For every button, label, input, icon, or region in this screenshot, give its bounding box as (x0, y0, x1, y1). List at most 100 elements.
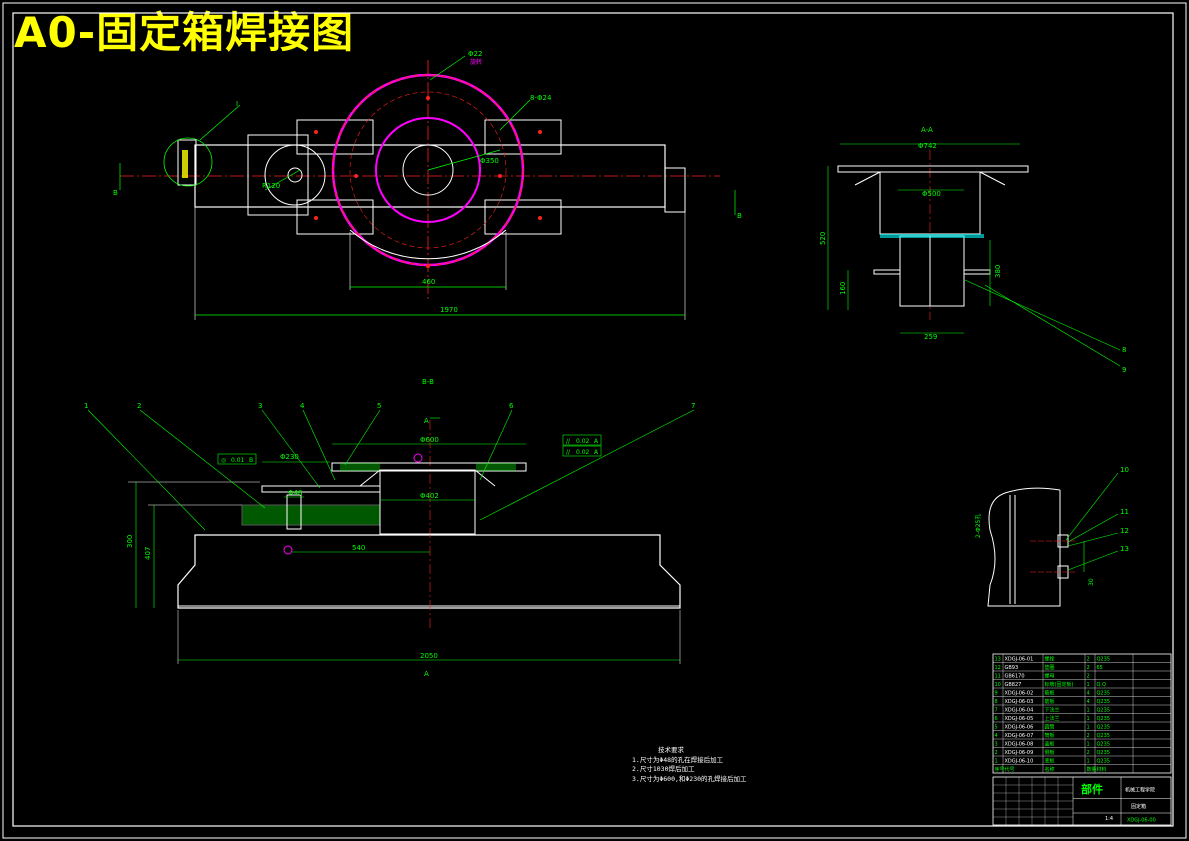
bom-cell-no: 4 (995, 733, 998, 739)
bb-dim-h2: 407 (144, 547, 152, 560)
detail-part-10: 10 (1120, 466, 1129, 474)
bb-dim-h1: 300 (126, 535, 134, 548)
bb-label: B-B (422, 378, 434, 386)
bom-cell-code: GB6170 (1005, 674, 1025, 680)
bom-cell-no: 10 (995, 682, 1001, 688)
bom-cell-mat: Q235 (1097, 759, 1110, 765)
bom-cell-mat: Q.Q (1097, 682, 1107, 688)
title-block-drawing-no: XDGJ-06-00 (1127, 818, 1156, 824)
gdt-2-val: 0.02 (576, 449, 590, 456)
bom-cell-code: GB827 (1005, 682, 1022, 688)
bom-cell-name: 上法兰 (1045, 715, 1060, 722)
gdt-3-val: 0.01 (231, 457, 245, 464)
bom-cell-code: XDGJ-06-01 (1005, 657, 1034, 663)
bb-dim-plate: Φ230 (280, 453, 299, 461)
bom-cell-mat: Q235 (1097, 742, 1110, 748)
gdt-1-ref: A (594, 438, 599, 445)
tech-line-3: 3.尺寸为Φ600,和Φ230的孔焊接后加工 (632, 774, 747, 783)
bom-header-code: 代号 (1005, 766, 1015, 773)
bom-cell-name: 筋板 (1045, 690, 1055, 697)
bom-cell-qty: 2 (1087, 665, 1090, 671)
bom-cell-name: 下法兰 (1045, 707, 1060, 714)
tech-line-2: 2.尺寸1030焊后加工 (632, 765, 695, 773)
bom-cell-code: XDGJ-06-10 (1005, 759, 1034, 765)
bom-cell-no: 11 (995, 674, 1001, 680)
bom-cell-name: 筋板 (1045, 698, 1055, 705)
bom-cell-qty: 1 (1087, 759, 1090, 765)
gdt-3-sym: ◎ (221, 457, 226, 464)
aa-dim-side: 380 (994, 265, 1002, 278)
aa-label: A-A (921, 126, 933, 134)
bom-cell-name: 螺母 (1045, 673, 1055, 680)
bom-cell-qty: 1 (1087, 716, 1090, 722)
top-view: 1970 460 8-Φ24 Φ22 Φ350 R120 I 旋转 B B (113, 50, 742, 320)
aa-dim-lower: 160 (839, 282, 847, 295)
gdt-2-sym: // (566, 449, 571, 456)
title-block-part: 部件 (1081, 782, 1103, 796)
bom-cell-name: 垫圈 (1045, 664, 1055, 671)
bom-cell-no: 2 (995, 750, 998, 756)
bom-cell-code: XDGJ-06-05 (1005, 716, 1034, 722)
bom-cell-name: 标牌(固定板) (1045, 681, 1074, 688)
bom-cell-code: XDGJ-06-06 (1005, 725, 1034, 731)
bom-cell-mat: Q235 (1097, 708, 1110, 714)
bom-cell-qty: 1 (1087, 742, 1090, 748)
bom-header-mat: 材料 (1097, 766, 1107, 773)
bb-part-6: 6 (509, 402, 514, 410)
bb-part-2: 2 (137, 402, 141, 410)
bb-arrow-top: A (424, 417, 429, 425)
title-block-drawing-name: 固定箱 (1131, 803, 1146, 810)
detail-part-11: 11 (1120, 508, 1129, 516)
bom-cell-code: XDGJ-06-04 (1005, 708, 1034, 714)
dim-hole-bolt: 8-Φ24 (530, 94, 552, 102)
note-top: 旋转 (470, 58, 482, 66)
bom-cell-qty: 2 (1087, 657, 1090, 663)
bom-cell-no: 5 (995, 725, 998, 731)
aa-part-9: 9 (1122, 366, 1126, 374)
bom-cell-mat: 65 (1097, 665, 1103, 671)
bom-cell-code: XDGJ-06-09 (1005, 750, 1034, 756)
section-mark-left: B (113, 189, 118, 197)
bom-header-qty: 数量 (1087, 766, 1097, 773)
bb-part-4: 4 (300, 402, 305, 410)
bb-dim-pipe: Φ402 (420, 492, 439, 500)
bom-cell-qty: 1 (1087, 682, 1090, 688)
tech-line-1: 1.尺寸为Φ48的孔在焊接后加工 (632, 755, 724, 764)
dim-ring: Φ350 (480, 157, 499, 165)
bom-cell-no: 8 (995, 699, 998, 705)
detail-dim-side: 2-Φ25孔 (974, 514, 982, 538)
detail-dim-right: 30 (1088, 578, 1095, 586)
bb-part-5: 5 (377, 402, 381, 410)
bom-cell-name: 盖板 (1045, 741, 1055, 748)
bom-cell-mat: Q235 (1097, 657, 1110, 663)
bom-cell-no: 12 (995, 665, 1001, 671)
drawing-title: A0-固定箱焊接图 (14, 8, 355, 57)
bom-cell-mat: Q235 (1097, 699, 1110, 705)
bom-cell-no: 3 (995, 742, 998, 748)
gdt-1-sym: // (566, 438, 571, 445)
bom-cell-name: 圆筒 (1045, 724, 1055, 731)
bb-part-1: 1 (84, 402, 88, 410)
aa-dim-height: 520 (819, 232, 827, 245)
bom-cell-no: 9 (995, 691, 998, 697)
bom-cell-code: XDGJ-06-08 (1005, 742, 1034, 748)
aa-dim-bottom: 259 (924, 333, 937, 341)
bom-cell-code: GB93 (1005, 665, 1019, 671)
bom-cell-no: 6 (995, 716, 998, 722)
bb-dim-offset: 540 (352, 544, 365, 552)
leader-i: I (236, 100, 238, 108)
bom-cell-no: 1 (995, 759, 998, 765)
dim-width: 460 (422, 278, 435, 286)
bom-cell-name: 侧板 (1045, 749, 1055, 756)
bom-cell-qty: 1 (1087, 725, 1090, 731)
detail-part-13: 13 (1120, 545, 1129, 553)
bb-dim-overall: 2050 (420, 652, 438, 660)
bb-part-7: 7 (691, 402, 695, 410)
bom-cell-qty: 4 (1087, 691, 1090, 697)
section-aa: A-A Φ742 Φ500 520 160 380 259 8 9 (819, 126, 1126, 374)
bom-header-name: 名称 (1045, 766, 1055, 773)
bom-cell-code: XDGJ-06-07 (1005, 733, 1034, 739)
gdt-3-ref: B (249, 457, 253, 464)
